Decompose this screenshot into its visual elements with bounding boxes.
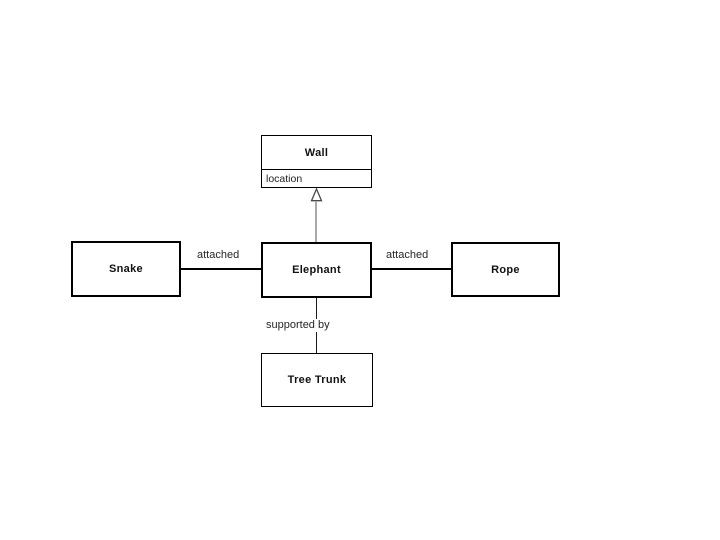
generalization-arrowhead-icon [310,188,323,202]
node-wall-title-compartment: Wall [262,136,371,170]
node-wall-title: Wall [304,146,329,159]
node-elephant-title: Elephant [292,264,341,276]
node-wall: Wall location [261,135,372,188]
node-tree-trunk: Tree Trunk [261,353,373,407]
node-rope-title: Rope [491,263,520,276]
node-tree-trunk-title: Tree Trunk [287,374,347,386]
node-wall-attribute-location: location [266,172,303,185]
node-rope: Rope [451,242,560,297]
generalization-line-elephant-wall [315,201,317,242]
edge-snake-elephant-line [181,268,261,270]
edge-label-supported-by: supported by [263,319,333,332]
edge-label-attached-right: attached [383,249,432,262]
node-snake-title: Snake [109,263,143,275]
edge-label-attached-left: attached [194,249,243,262]
node-elephant: Elephant [261,242,372,298]
node-snake: Snake [71,241,181,297]
edge-elephant-rope-line [372,268,451,270]
